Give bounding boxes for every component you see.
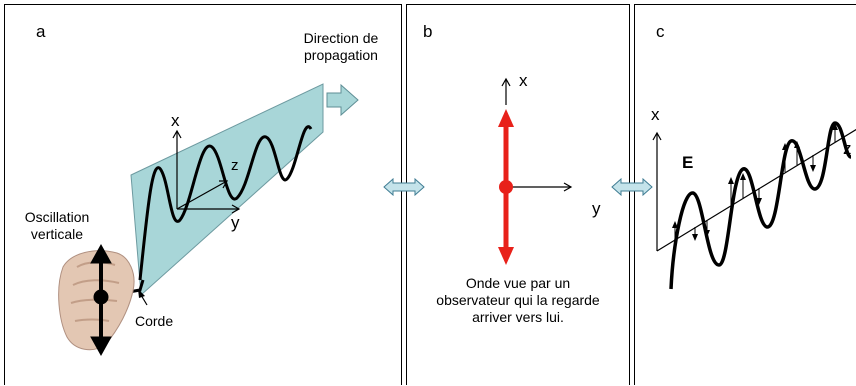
rope-wave	[138, 125, 313, 281]
corde-pointer	[138, 289, 148, 306]
rope-label: Corde	[135, 313, 174, 329]
observer-caption: Onde vue par un observateur qui la regar…	[409, 275, 627, 326]
panel-c-drawing	[652, 121, 856, 290]
panel-a-drawing	[58, 83, 359, 357]
panel-c-axis-x: x	[651, 105, 660, 124]
panel-b-axis-x: x	[519, 71, 528, 90]
direction-label-line2: propagation	[304, 47, 378, 63]
panel-a-letter: a	[36, 22, 46, 41]
direction-label-line1: Direction de	[303, 30, 379, 46]
panel-b-axes	[501, 77, 573, 192]
oscillation-label-line1: Oscillation	[24, 209, 90, 225]
oscillation-label-line2: verticale	[30, 226, 84, 242]
panel-c-axes	[652, 128, 856, 252]
oscillation-label: Oscillation verticale	[17, 209, 97, 243]
propagation-arrow-icon	[326, 83, 359, 117]
panel-a-axes	[172, 129, 241, 214]
panel-b: b x y Onde vue par un observateur qui la…	[406, 4, 630, 385]
panel-a: a Direction de propagation x z y Oscilla…	[4, 4, 402, 385]
panel-b-letter: b	[423, 22, 433, 41]
oscillation-arrow	[90, 243, 112, 357]
field-label: E	[682, 153, 694, 172]
direction-label: Direction de propagation	[291, 30, 391, 64]
panel-a-axis-z: z	[231, 157, 239, 174]
panel-a-axis-y: y	[231, 213, 240, 232]
panel-a-axis-x: x	[171, 111, 180, 130]
panel-b-drawing	[498, 77, 573, 265]
field-wave	[669, 121, 852, 290]
double-arrow-connector-icon	[383, 178, 425, 196]
panel-c-letter: c	[656, 22, 665, 41]
observer-caption-line1: Onde vue par un	[465, 275, 571, 291]
double-arrow-connector-icon	[611, 178, 653, 196]
polarization-arrow	[498, 109, 514, 265]
field-vectors	[672, 123, 838, 241]
panel-b-axis-y: y	[592, 199, 601, 218]
observer-caption-line2: observateur qui la regarde	[436, 292, 600, 308]
observer-caption-line3: arriver vers lui.	[472, 309, 564, 325]
panel-c: c x z E	[634, 4, 856, 385]
panel-c-axis-z: z	[843, 139, 852, 158]
